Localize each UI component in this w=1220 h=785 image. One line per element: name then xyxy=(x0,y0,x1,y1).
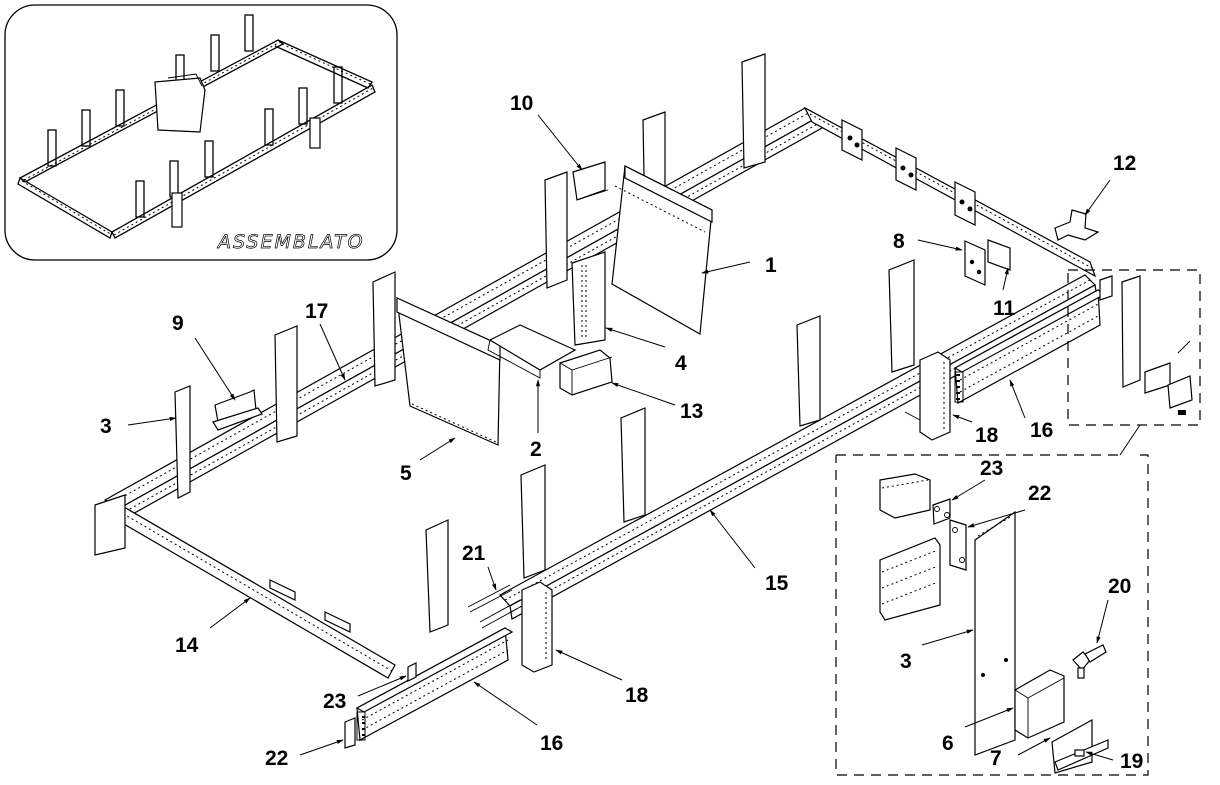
leader-22-detail xyxy=(967,509,1026,528)
callout-17: 17 xyxy=(305,300,328,323)
part-12-bracket xyxy=(1054,209,1100,241)
part-18-leg-right xyxy=(904,351,951,441)
part-2-tray xyxy=(487,324,577,379)
leader-15 xyxy=(709,509,756,569)
callout-1: 1 xyxy=(765,254,777,277)
callout-18-right: 18 xyxy=(975,424,999,447)
part-21-rods xyxy=(467,584,523,629)
leader-20 xyxy=(1096,599,1109,644)
leader-7 xyxy=(1017,737,1051,756)
callout-19: 19 xyxy=(1120,750,1143,773)
assembled-inset: ASSEMBLATO xyxy=(4,4,398,261)
leader-14 xyxy=(209,597,251,629)
callout-2: 2 xyxy=(530,438,542,461)
leader-3-detail xyxy=(921,629,974,646)
inset-label: ASSEMBLATO xyxy=(216,231,365,253)
callout-13: 13 xyxy=(680,400,703,423)
part-11-plate xyxy=(987,239,1011,271)
callout-12: 12 xyxy=(1113,152,1136,175)
inset-frame xyxy=(4,4,398,261)
leader-1 xyxy=(701,261,751,274)
leader-6 xyxy=(964,707,1014,728)
leader-21 xyxy=(487,566,497,591)
callout-8: 8 xyxy=(893,230,905,253)
callout-21: 21 xyxy=(462,542,486,565)
callout-5: 5 xyxy=(400,462,412,485)
part-22-end-cap-left xyxy=(344,717,356,749)
leader-3-left xyxy=(127,416,177,426)
leader-23-detail xyxy=(951,479,986,501)
leader-18-front xyxy=(555,649,623,681)
part-13-block xyxy=(559,349,613,396)
right-rail-brackets xyxy=(841,119,976,226)
leader-17 xyxy=(319,323,346,381)
part-9-bracket xyxy=(212,389,263,431)
part-5-panel xyxy=(396,297,501,446)
leader-4 xyxy=(605,327,666,348)
part-1-panel xyxy=(611,165,713,335)
leader-9 xyxy=(194,337,236,401)
part-14-left-rail xyxy=(94,494,396,679)
detail-box xyxy=(835,454,1149,776)
leader-11 xyxy=(1002,267,1009,291)
callouts: 1 2 3 3 4 5 6 7 8 9 10 11 12 xyxy=(100,92,1143,773)
leader-16-right xyxy=(1009,379,1026,419)
callout-3-left: 3 xyxy=(100,415,112,438)
part-10-bracket xyxy=(572,161,609,201)
part-16-front-beam-left xyxy=(355,627,514,741)
part-8-plate xyxy=(964,240,986,286)
part-4-post xyxy=(571,251,606,346)
leader-13 xyxy=(611,382,676,406)
leader-18-right xyxy=(952,414,973,423)
callout-16-left: 16 xyxy=(540,732,563,755)
callout-6: 6 xyxy=(942,732,954,755)
callout-20: 20 xyxy=(1108,575,1131,598)
inset-assembled-frame-sketch xyxy=(17,14,376,239)
callout-7: 7 xyxy=(990,747,1002,770)
leader-16-left xyxy=(473,681,538,726)
detail-view xyxy=(879,473,1109,774)
main-exploded-view xyxy=(94,53,1201,776)
leader-23-left xyxy=(357,675,407,697)
callout-23-detail: 23 xyxy=(980,457,1003,480)
callout-3-detail: 3 xyxy=(900,650,912,673)
part-18-leg-front xyxy=(521,581,553,673)
callout-14: 14 xyxy=(175,634,199,657)
callout-15: 15 xyxy=(765,572,789,595)
leader-5 xyxy=(419,437,456,461)
leader-22-left xyxy=(299,739,344,756)
callout-9: 9 xyxy=(172,312,184,335)
callout-23-left: 23 xyxy=(323,690,346,713)
callout-18-front: 18 xyxy=(625,684,649,707)
callout-22-left: 22 xyxy=(265,747,288,770)
leader-10 xyxy=(537,114,583,171)
callout-22-detail: 22 xyxy=(1028,482,1051,505)
callout-11: 11 xyxy=(993,297,1016,320)
detail-source-box xyxy=(1067,269,1201,426)
leader-12 xyxy=(1084,179,1111,216)
detail-source-parts xyxy=(1099,275,1193,415)
callout-10: 10 xyxy=(510,92,533,115)
part-23-plate-left xyxy=(407,662,417,682)
vertical-plates-front xyxy=(425,259,915,633)
callout-4: 4 xyxy=(675,352,687,375)
part-right-end-rail xyxy=(803,106,1097,278)
leader-8 xyxy=(917,239,963,251)
callout-16-right: 16 xyxy=(1030,419,1053,442)
leader-19 xyxy=(1085,751,1114,761)
